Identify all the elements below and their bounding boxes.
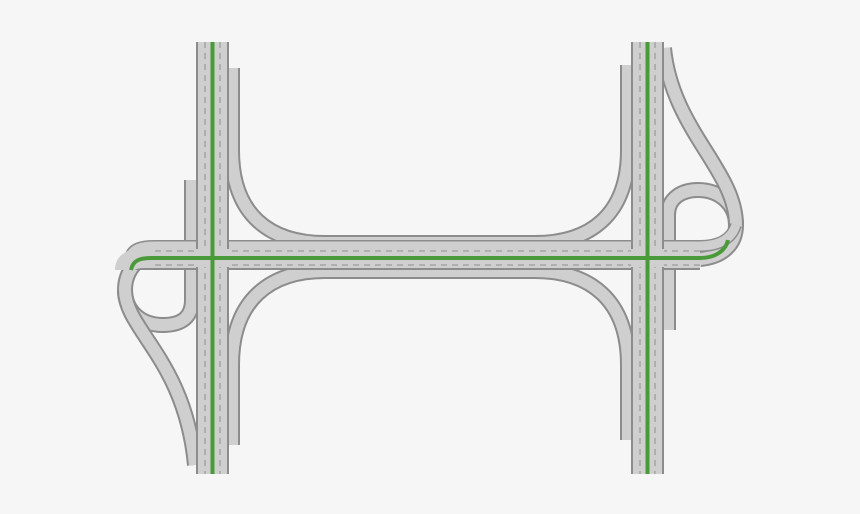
east-outer-ramp — [656, 47, 744, 226]
highlighted-route — [129, 42, 730, 474]
west-outer-ramp — [117, 289, 203, 466]
north-curved-ramp — [224, 149, 636, 251]
highlight-connector — [129, 239, 730, 271]
south-curved-ramp — [224, 263, 636, 366]
